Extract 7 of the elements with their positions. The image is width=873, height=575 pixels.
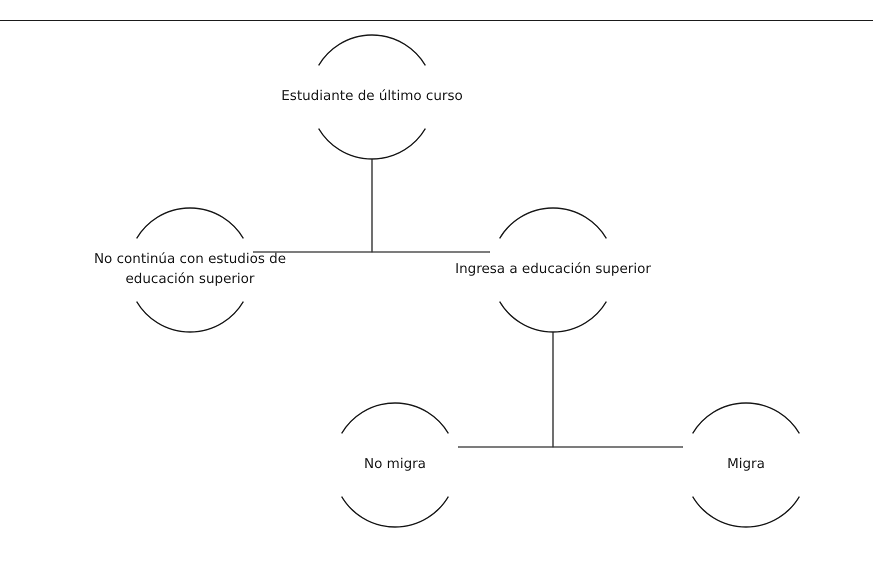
node-label: No migra	[364, 455, 426, 474]
node-label: Estudiante de último curso	[281, 87, 463, 106]
node-label: Migra	[727, 455, 765, 474]
node-label: No continúa con estudios de educación superior	[92, 250, 288, 289]
connector-line	[552, 332, 683, 448]
connector-line	[371, 159, 490, 253]
node-label: Ingresa a educación superior	[455, 260, 651, 280]
